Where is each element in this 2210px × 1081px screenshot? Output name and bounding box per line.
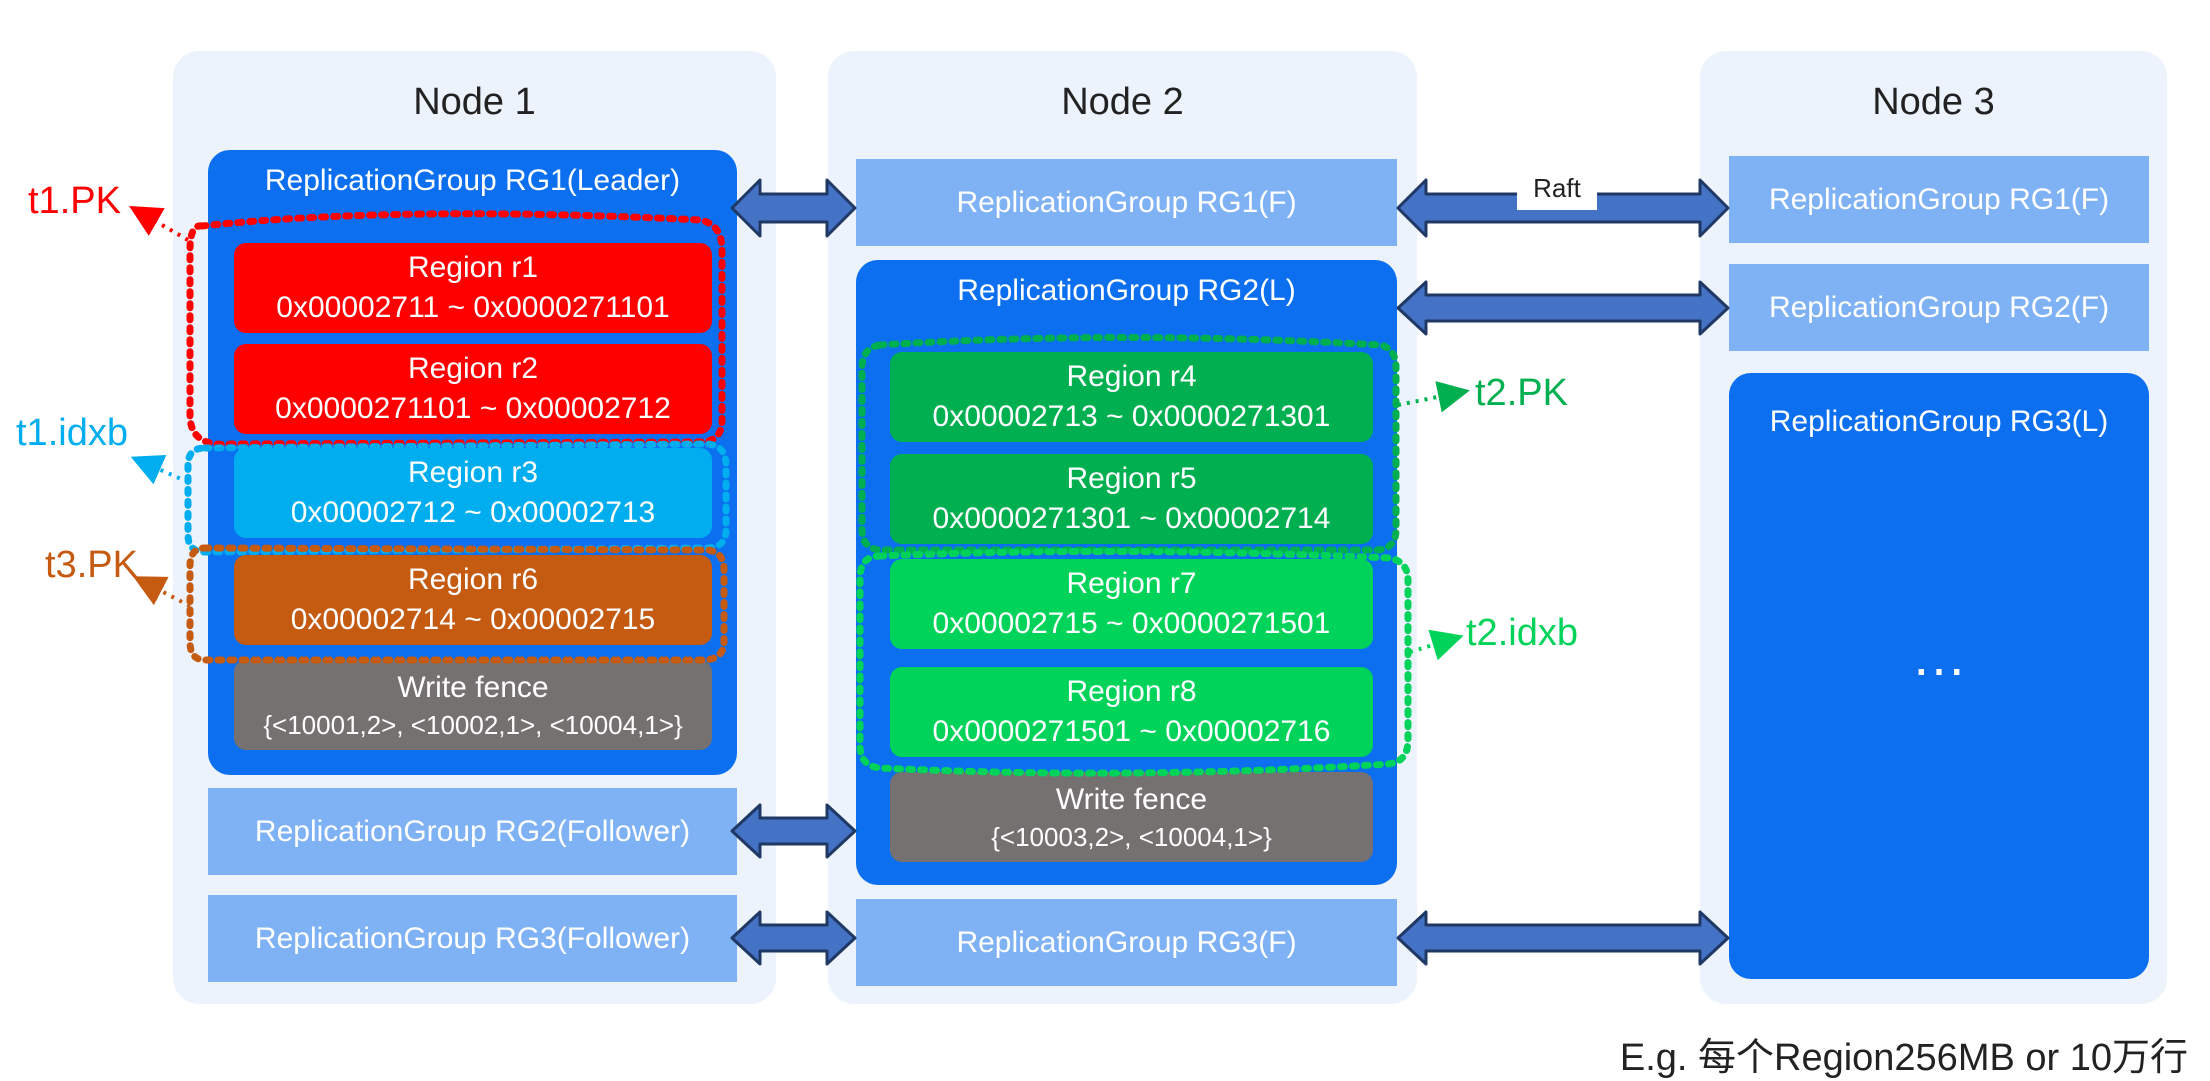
replication-arrows [730, 178, 1730, 966]
region-r2-range: 0x0000271101 ~ 0x00002712 [275, 392, 671, 425]
pointer-t1-pk [129, 206, 189, 242]
label-t3-pk: t3.PK [45, 544, 138, 586]
node1-write-fence-title: Write fence [397, 671, 549, 704]
region-r4: Region r4 0x00002713 ~ 0x0000271301 [890, 352, 1373, 442]
node2-write-fence-title: Write fence [1055, 783, 1208, 816]
arrow-node2-node3-rg2 [1396, 280, 1730, 336]
region-r1-name: Region r1 [407, 251, 539, 284]
region-r3: Region r3 0x00002712 ~ 0x00002713 [234, 448, 712, 538]
region-r8: Region r8 0x0000271501 ~ 0x00002716 [890, 667, 1373, 757]
node-2-title: Node 2 [1061, 81, 1184, 123]
node1-rg2-follower: ReplicationGroup RG2(Follower) [208, 788, 737, 875]
region-r6-name: Region r6 [407, 563, 539, 596]
region-r8-range: 0x0000271501 ~ 0x00002716 [932, 715, 1331, 748]
group-t2-pk-outline [858, 334, 1400, 554]
node2-write-fence-values: {<10003,2>, <10004,1>} [991, 822, 1272, 852]
node3-rg3-title: ReplicationGroup RG3(L) [1769, 405, 2109, 438]
region-r8-name: Region r8 [1066, 675, 1197, 708]
pointer-t2-idxb [1409, 629, 1464, 661]
group-t2-idxb-outline [856, 547, 1412, 777]
region-r6: Region r6 0x00002714 ~ 0x00002715 [234, 555, 712, 645]
region-r1-range: 0x00002711 ~ 0x0000271101 [276, 291, 670, 324]
region-r6-range: 0x00002714 ~ 0x00002715 [290, 603, 656, 636]
raft-label-text: Raft [1533, 172, 1581, 203]
node3-rg1-follower: ReplicationGroup RG1(F) [1729, 156, 2149, 243]
node3-ellipsis: … [1911, 624, 1967, 687]
node2-write-fence: Write fence {<10003,2>, <10004,1>} [890, 772, 1373, 862]
group-t3-pk-outline [186, 544, 728, 664]
node2-rg2-title: ReplicationGroup RG2(L) [957, 274, 1296, 307]
node1-rg1-title: ReplicationGroup RG1(Leader) [264, 164, 681, 197]
arrow-node1-node2-rg1 [730, 178, 857, 238]
region-r5-range: 0x0000271301 ~ 0x00002714 [932, 502, 1331, 535]
label-t2-idxb: t2.idxb [1466, 612, 1578, 654]
label-t1-pk: t1.PK [28, 180, 121, 222]
region-r1: Region r1 0x00002711 ~ 0x0000271101 [234, 243, 712, 333]
arrow-node1-node2-rg3 [730, 910, 857, 966]
node2-rg1-follower: ReplicationGroup RG1(F) [856, 159, 1397, 246]
group-t1-pk-outline [186, 210, 726, 448]
footnote: E.g. 每个Region256MB or 10万行 [1619, 1037, 2188, 1079]
raft-label: Raft [1517, 166, 1597, 210]
arrow-node2-node3-rg3 [1396, 910, 1730, 966]
region-r2-name: Region r2 [407, 352, 539, 385]
pointer-t1-idxb [130, 455, 189, 485]
node1-rg3-follower: ReplicationGroup RG3(Follower) [208, 895, 737, 982]
region-r3-name: Region r3 [407, 456, 539, 489]
region-r7: Region r7 0x00002715 ~ 0x0000271501 [890, 559, 1373, 649]
region-r3-range: 0x00002712 ~ 0x00002713 [290, 496, 656, 529]
label-t2-pk: t2.PK [1475, 372, 1568, 414]
node3-rg3-leader: ReplicationGroup RG3(L) … [1729, 373, 2149, 979]
region-r5: Region r5 0x0000271301 ~ 0x00002714 [890, 454, 1373, 544]
node-3-title: Node 3 [1872, 81, 1995, 123]
arrow-node1-node2-rg2 [730, 803, 857, 859]
label-t1-idxb: t1.idxb [16, 412, 128, 454]
group-t1-idxb-outline [184, 440, 730, 556]
region-r5-name: Region r5 [1066, 462, 1197, 495]
region-r7-name: Region r7 [1066, 567, 1197, 600]
node2-rg3-follower: ReplicationGroup RG3(F) [856, 899, 1397, 986]
region-r4-range: 0x00002713 ~ 0x0000271301 [932, 400, 1331, 433]
region-r4-name: Region r4 [1066, 360, 1197, 393]
pointer-t3-pk [132, 576, 191, 608]
node3-rg2-follower: ReplicationGroup RG2(F) [1729, 264, 2149, 351]
region-r2: Region r2 0x0000271101 ~ 0x00002712 [234, 344, 712, 434]
node-1-title: Node 1 [413, 81, 536, 123]
pointer-t2-pk [1397, 381, 1470, 413]
region-r7-range: 0x00002715 ~ 0x0000271501 [932, 607, 1331, 640]
node1-write-fence-values: {<10001,2>, <10002,1>, <10004,1>} [263, 710, 683, 740]
node1-write-fence: Write fence {<10001,2>, <10002,1>, <1000… [234, 660, 712, 750]
